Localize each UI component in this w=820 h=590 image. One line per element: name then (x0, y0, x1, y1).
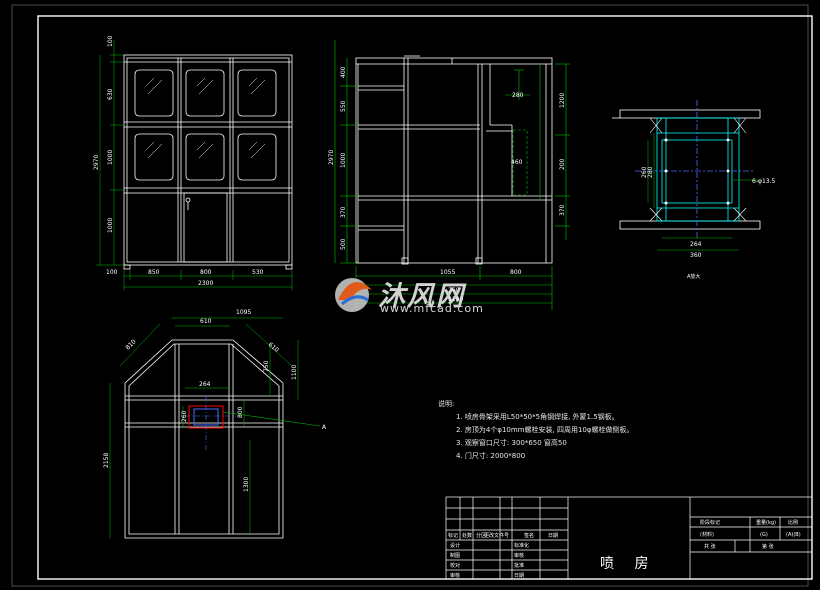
note-item-1: 1. 喷房骨架采用L50*50*5角钢焊接, 外蒙1.5钢板。 (456, 413, 619, 421)
side-dim-280: 280 (512, 92, 524, 99)
side-dim-2970: 2970 (328, 150, 335, 165)
side-view-green-inner (334, 40, 570, 310)
watermark-brand: 沐风网 (378, 281, 465, 312)
side-dim-370: 370 (340, 206, 347, 218)
top-view (124, 339, 284, 539)
top-dim-260: 260 (181, 410, 188, 422)
tb-row-label-2: 分区 (476, 532, 486, 539)
detail-view-labels: 264 360 260 280 6-φ13.5 A放大 (641, 166, 775, 280)
drawing-title: 喷 房 (600, 556, 657, 572)
tb-row-label-3: 更改文件号 (484, 532, 509, 539)
tb-sheet-total: 共 张 (704, 543, 716, 550)
detail-label: A放大 (687, 273, 700, 280)
tb-mid-label-2: 批准 (514, 562, 524, 569)
detail-dim-280: 280 (647, 166, 654, 178)
tb-right-header-0: 阶段标记 (700, 519, 720, 526)
front-dim-1000b: 1000 (107, 218, 114, 233)
side-dim-460: 460 (511, 159, 523, 166)
outer-border (11, 4, 809, 587)
technical-notes: 说明: 1. 喷房骨架采用L50*50*5角钢焊接, 外蒙1.5钢板。 2. 房… (438, 398, 634, 463)
title-block (445, 496, 813, 580)
side-dim-200: 200 (559, 158, 566, 170)
front-dim-b100: 100 (106, 269, 118, 276)
top-dim-1100: 1100 (291, 365, 298, 380)
side-dim-370r: 370 (559, 204, 566, 216)
side-dim-1200: 1200 (559, 93, 566, 108)
front-view (123, 54, 293, 270)
note-item-2: 2. 房顶为4个φ10mm螺栓安装, 四周用10φ螺栓做侧板。 (456, 426, 634, 434)
tb-left-label-1: 制图 (450, 552, 460, 559)
side-dim-1000: 1000 (340, 153, 347, 168)
tb-left-label-2: 校对 (450, 562, 460, 569)
detail-hole-spec: 6-φ13.5 (752, 178, 775, 185)
side-dim-800: 800 (510, 269, 522, 276)
front-dim-b2300: 2300 (198, 280, 213, 287)
tb-left-label-0: 设计 (450, 542, 460, 549)
top-dim-610: 610 (200, 318, 212, 325)
tb-left-label-3: 审核 (450, 572, 460, 579)
front-dim-b850: 850 (148, 269, 160, 276)
side-view-dim-labels: 400 550 1000 370 500 2970 1200 200 370 2… (328, 66, 566, 303)
side-dim-550: 550 (340, 100, 347, 112)
tb-sheet-number: 第 张 (762, 543, 774, 550)
front-dim-630: 630 (107, 88, 114, 100)
tb-row-label-0: 标记 (448, 532, 458, 539)
front-dim-1000a: 1000 (107, 150, 114, 165)
detail-dim-264: 264 (690, 241, 702, 248)
top-dim-750: 750 (263, 360, 270, 372)
top-dim-1095: 1095 (236, 309, 251, 316)
tb-mid-label-1: 审核 (514, 552, 524, 559)
top-view-dim-labels: 810 610 610 1095 1100 750 800 2158 1300 … (103, 309, 327, 492)
detail-dim-260: 260 (641, 166, 648, 178)
side-dim-500: 500 (340, 238, 347, 250)
front-view-dimensions (96, 40, 293, 290)
drawing-frame (37, 15, 813, 580)
front-dim-b800: 800 (200, 269, 212, 276)
tb-row-label-1: 处数 (462, 532, 472, 539)
tb-mid-label-0: 标准化 (514, 542, 529, 549)
tb-right-value-1: (G) (760, 532, 768, 538)
watermark-url: www.mfcad.com (380, 302, 484, 315)
tb-row-label-4: 签名 (524, 532, 534, 539)
front-dim-100: 100 (107, 35, 114, 47)
detail-dim-360: 360 (690, 252, 702, 259)
note-item-4: 4. 门尺寸: 2000*800 (456, 452, 526, 460)
note-item-3: 3. 观察窗口尺寸: 300*650 窗高50 (456, 439, 567, 447)
tb-right-value-0: (材料) (700, 531, 714, 538)
front-dim-b530: 530 (252, 269, 264, 276)
top-view-dimensions (109, 317, 299, 538)
watermark-logo-icon (335, 278, 372, 312)
detail-view (612, 100, 762, 251)
top-dim-1300: 1300 (243, 477, 250, 492)
side-view (355, 55, 553, 265)
top-dim-610b: 610 (267, 341, 280, 354)
top-dim-2158: 2158 (103, 453, 110, 468)
tb-row-label-5: 日期 (548, 533, 558, 539)
top-dim-800: 800 (237, 406, 244, 418)
title-block-labels: 标记 处数 分区 更改文件号 签名 日期 设计 制图 校对 审核 标准化 审核 … (448, 519, 801, 579)
callout-a: A (322, 424, 327, 431)
side-dim-260: 260 (448, 287, 460, 294)
top-dim-264: 264 (199, 381, 211, 388)
tb-right-value-2: (A)(B) (786, 532, 801, 538)
tb-right-header-2: 比例 (788, 519, 798, 526)
tb-right-header-1: 重量(kg) (756, 519, 776, 526)
side-dim-1190: 1190 (448, 296, 463, 303)
top-view-highlights (185, 395, 321, 450)
notes-heading: 说明: (438, 400, 455, 408)
front-dim-2970: 2970 (93, 155, 100, 170)
tb-mid-label-3: 日期 (514, 573, 524, 579)
front-view-dim-labels: 100 630 1000 1000 2970 100 850 800 530 2… (93, 35, 264, 287)
side-dim-1055: 1055 (440, 269, 455, 276)
side-dim-400: 400 (340, 66, 347, 78)
